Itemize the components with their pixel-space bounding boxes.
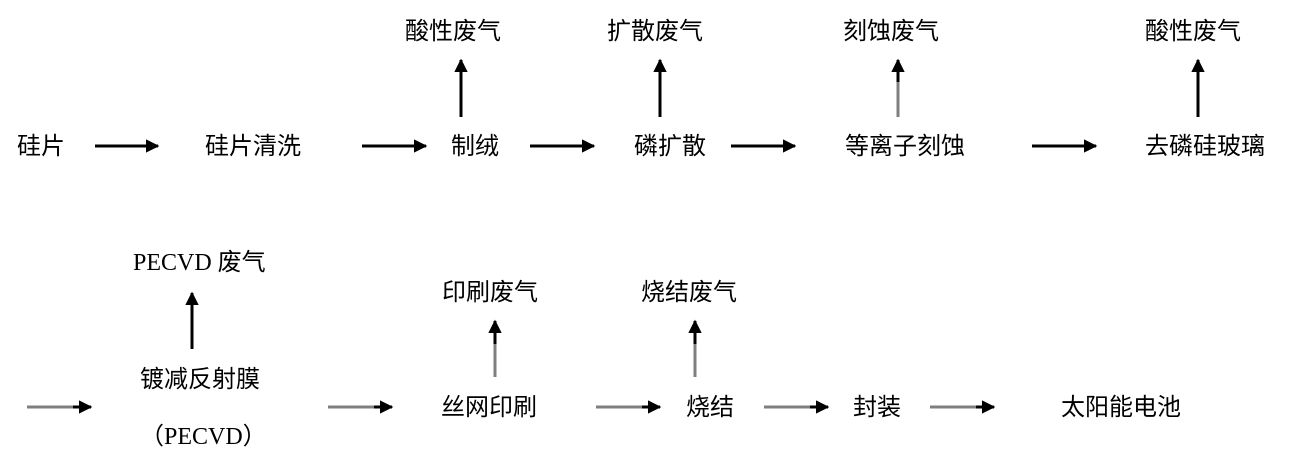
emission-printing: 印刷废气 (442, 278, 538, 306)
step-screen-printing: 丝网印刷 (441, 393, 537, 421)
emission-diffusion: 扩散废气 (607, 17, 703, 45)
step-ar-coating: 镀减反射膜 (140, 365, 260, 393)
emission-psg-removal: 酸性废气 (1145, 17, 1241, 45)
emission-texturing: 酸性废气 (405, 17, 501, 45)
emission-etching: 刻蚀废气 (843, 17, 939, 45)
step-ar-coating-note: （PECVD） (140, 424, 267, 450)
emission-sintering: 烧结废气 (641, 278, 737, 306)
final-product: 太阳能电池 (1061, 393, 1181, 421)
step-wafer: 硅片 (17, 132, 65, 160)
step-packaging: 封装 (853, 393, 901, 421)
step-plasma-etching: 等离子刻蚀 (845, 132, 965, 160)
step-wafer-cleaning: 硅片清洗 (205, 132, 301, 160)
step-texturing: 制绒 (451, 132, 499, 160)
emission-pecvd: PECVD 废气 (133, 250, 266, 276)
step-phosphorus-diffusion: 磷扩散 (634, 132, 706, 160)
step-sintering: 烧结 (686, 393, 734, 421)
step-psg-removal: 去磷硅玻璃 (1145, 132, 1265, 160)
